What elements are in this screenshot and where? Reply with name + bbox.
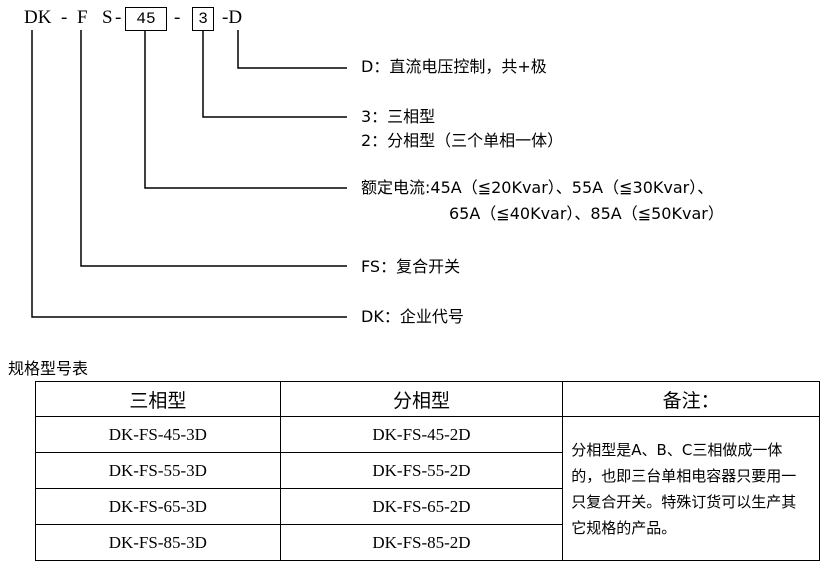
code-dash: -: [61, 7, 68, 28]
code-dash: -: [174, 7, 181, 28]
code-current-box: 45: [125, 7, 167, 31]
cell-split-phase: DK-FS-85-2D: [279, 524, 564, 561]
leader-line-current: [144, 30, 347, 189]
spec-table: 三相型 分相型 备注： DK-FS-45-3D DK-FS-45-2D 分相型是…: [35, 381, 820, 561]
code-dk: DK: [24, 7, 52, 28]
code-dash: -: [115, 7, 122, 28]
cell-note: 分相型是A、B、C三相做成一体的，也即三台单相电容器只要用一只复合开关。特殊订货…: [562, 416, 820, 561]
table-header-row: 三相型 分相型 备注：: [35, 381, 820, 417]
cell-split-phase: DK-FS-55-2D: [279, 452, 564, 489]
desc-d: D：直流电压控制，共+极: [361, 57, 547, 76]
header-split-phase: 分相型: [279, 381, 564, 417]
table-row: DK-FS-65-3D DK-FS-65-2D: [35, 488, 820, 525]
cell-three-phase: DK-FS-55-3D: [35, 452, 281, 489]
table-row: DK-FS-45-3D DK-FS-45-2D 分相型是A、B、C三相做成一体的…: [35, 416, 820, 561]
leader-line-d: [237, 30, 347, 69]
code-f: F: [77, 7, 88, 28]
table-title: 规格型号表: [8, 359, 89, 378]
header-note: 备注：: [562, 381, 820, 417]
cell-three-phase: DK-FS-65-3D: [35, 488, 281, 525]
desc-fs: FS：复合开关: [361, 257, 461, 276]
desc-split-phase: 2：分相型（三个单相一体）: [361, 131, 564, 150]
table-row: DK-FS-55-3D DK-FS-55-2D: [35, 452, 820, 489]
code-s: S: [102, 7, 113, 28]
header-three-phase: 三相型: [35, 381, 281, 417]
desc-dk: DK：企业代号: [361, 307, 464, 326]
leader-lines: [31, 30, 347, 318]
desc-three-phase: 3：三相型: [361, 107, 436, 126]
desc-current-line1: 额定电流:45A（≦20Kvar）、55A（≦30Kvar）、: [361, 178, 714, 197]
leader-line-phase: [202, 30, 347, 118]
cell-three-phase: DK-FS-85-3D: [35, 524, 281, 561]
desc-current-line2: 65A（≦40Kvar）、85A（≦50Kvar）: [449, 204, 724, 223]
cell-three-phase: DK-FS-45-3D: [35, 416, 281, 453]
cell-split-phase: DK-FS-45-2D: [279, 416, 564, 453]
leader-line-dk: [31, 30, 347, 318]
table-row: DK-FS-85-3D DK-FS-85-2D: [35, 524, 820, 561]
cell-split-phase: DK-FS-65-2D: [279, 488, 564, 525]
code-suffix: -D: [222, 7, 243, 28]
leader-line-fs: [80, 30, 347, 267]
